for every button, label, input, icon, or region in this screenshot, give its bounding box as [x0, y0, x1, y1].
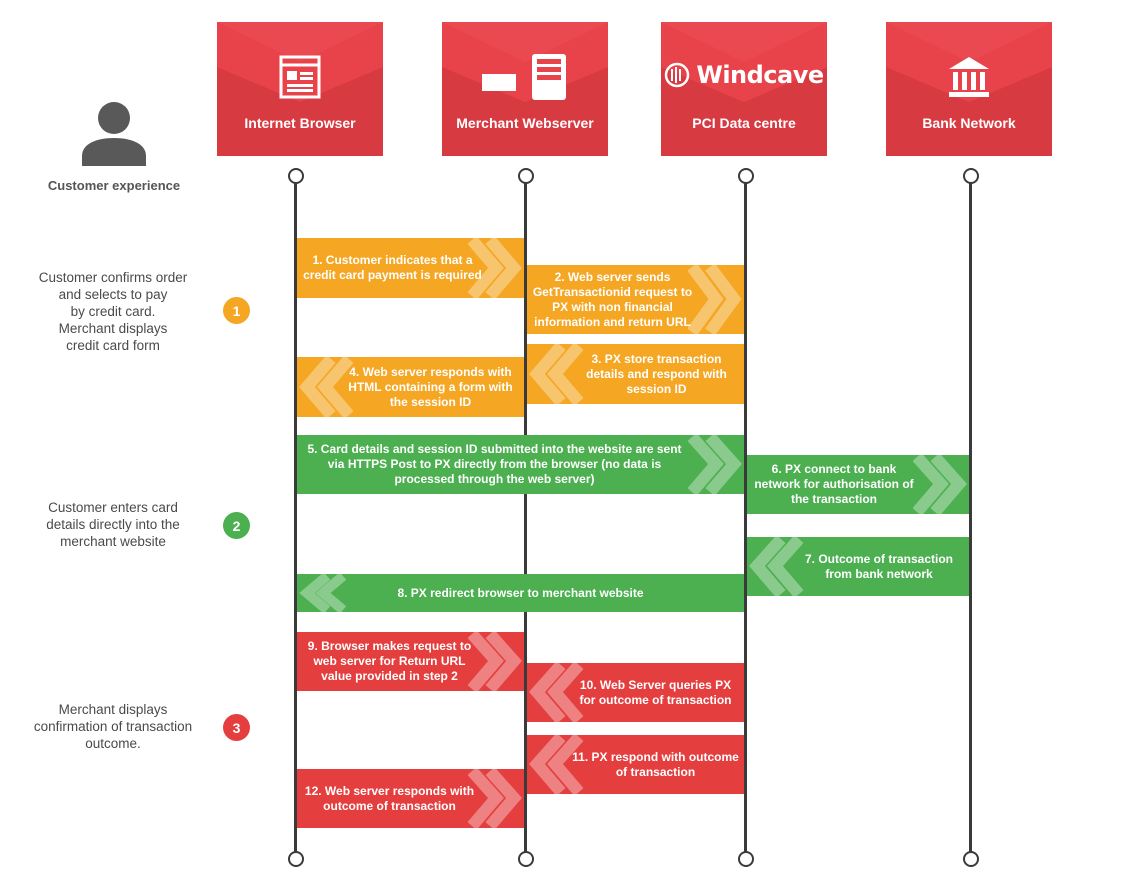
step-text: 9. Browser makes request to web server f…	[307, 639, 472, 683]
step-text: 10. Web Server queries PX for outcome of…	[579, 677, 732, 707]
step-1-arrow: 1. Customer indicates that a credit card…	[297, 238, 524, 298]
lifeline-bottom-node	[738, 851, 754, 867]
step-12-arrow: 12. Web server responds with outcome of …	[297, 769, 524, 828]
step-text: 2. Web server sends GetTransactionid req…	[532, 269, 693, 329]
windcave-logo-icon	[665, 62, 690, 88]
step-2-arrow: 2. Web server sends GetTransactionid req…	[527, 265, 744, 334]
step-text: 8. PX redirect browser to merchant websi…	[397, 585, 644, 600]
step-text: 3. PX store transaction details and resp…	[586, 351, 727, 396]
server-icon	[442, 52, 608, 102]
lifeline-pci-data-centre	[744, 175, 747, 858]
actor-label: Merchant Webserver	[456, 115, 594, 131]
lifeline-top-node	[518, 168, 534, 184]
step-text: 5. Card details and session ID submitted…	[307, 442, 682, 486]
step-text: 11. PX respond with outcome of transacti…	[572, 749, 739, 779]
phase-2-badge: 2	[223, 512, 250, 539]
actor-label: Bank Network	[922, 115, 1016, 131]
step-3-arrow: 3. PX store transaction details and resp…	[527, 344, 744, 404]
step-10-arrow: 10. Web Server queries PX for outcome of…	[527, 663, 744, 722]
actor-label: Internet Browser	[244, 115, 356, 131]
actor-pci-data-centre: Windcave PCI Data centre	[661, 22, 827, 156]
browser-window-icon	[217, 52, 383, 102]
lifeline-top-node	[288, 168, 304, 184]
step-text: 6. PX connect to bank network for author…	[754, 462, 914, 506]
step-4-arrow: 4. Web server responds with HTML contain…	[297, 357, 524, 417]
step-text: 12. Web server responds with outcome of …	[304, 783, 475, 813]
actor-internet-browser: Internet Browser	[217, 22, 383, 156]
step-7-arrow: 7. Outcome of transaction from bank netw…	[747, 537, 969, 596]
lifeline-merchant-webserver	[524, 175, 527, 858]
customer-experience-label: Customer experience	[47, 178, 181, 193]
step-11-arrow: 11. PX respond with outcome of transacti…	[527, 735, 744, 794]
step-5-arrow: 5. Card details and session ID submitted…	[297, 435, 744, 494]
customer-person-icon	[82, 102, 146, 166]
lifeline-bottom-node	[518, 851, 534, 867]
actor-merchant-webserver: Merchant Webserver	[442, 22, 608, 156]
windcave-logo-text: Windcave	[696, 61, 824, 89]
bank-building-icon	[886, 52, 1052, 102]
lifeline-bottom-node	[288, 851, 304, 867]
actor-bank-network: Bank Network	[886, 22, 1052, 156]
lifeline-top-node	[738, 168, 754, 184]
step-text: 7. Outcome of transaction from bank netw…	[804, 551, 954, 581]
windcave-logo: Windcave	[661, 50, 827, 100]
phase-3-badge: 3	[223, 714, 250, 741]
lifeline-bottom-node	[963, 851, 979, 867]
phase-1-badge: 1	[223, 297, 250, 324]
lifeline-bank-network	[969, 175, 972, 858]
step-text: 4. Web server responds with HTML contain…	[348, 364, 513, 409]
step-text: 1. Customer indicates that a credit card…	[303, 253, 482, 282]
step-9-arrow: 9. Browser makes request to web server f…	[297, 632, 524, 691]
step-8-arrow: 8. PX redirect browser to merchant websi…	[297, 574, 744, 612]
actor-label: PCI Data centre	[692, 115, 796, 131]
step-6-arrow: 6. PX connect to bank network for author…	[747, 455, 969, 514]
lifeline-top-node	[963, 168, 979, 184]
lifeline-internet-browser	[294, 175, 297, 858]
